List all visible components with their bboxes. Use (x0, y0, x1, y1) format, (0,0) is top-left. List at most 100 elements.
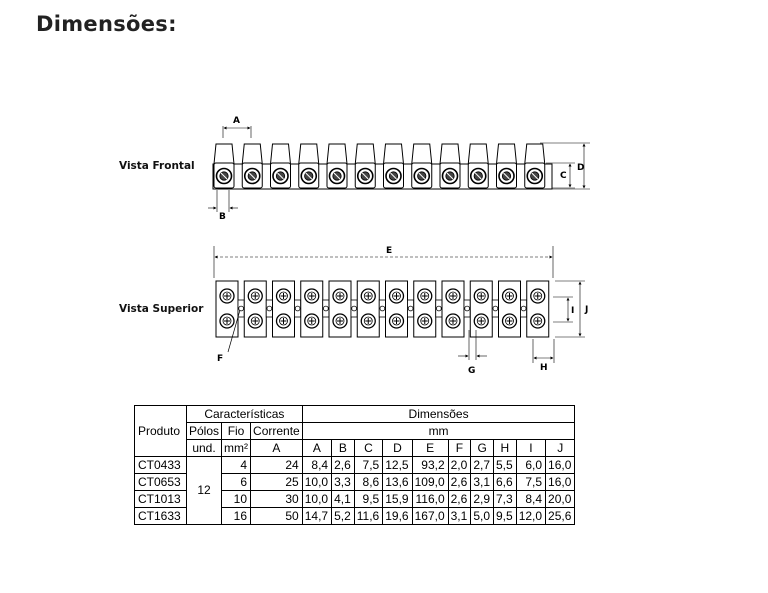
cell-produto: CT0433 (134, 456, 187, 474)
front-terminal (241, 143, 263, 189)
cell-fio: 4 (221, 456, 252, 474)
cell-dimension: 8,4 (301, 456, 333, 474)
header-caracteristicas: Características (186, 405, 303, 423)
dim-col-header: F (447, 439, 472, 457)
top-terminal (469, 280, 493, 338)
dim-j-letter: J (584, 305, 588, 315)
top-bridge (265, 299, 273, 318)
cell-dimension: 2,6 (447, 473, 472, 491)
dim-g-letter: G (468, 366, 475, 376)
cell-dimension: 2,0 (447, 456, 472, 474)
unit-polos: und. (185, 439, 223, 457)
cell-dimension: 16,0 (545, 456, 576, 474)
dim-col-header: B (331, 439, 355, 457)
top-terminal (498, 280, 521, 338)
cell-dimension: 2,7 (470, 456, 494, 474)
cell-polos: 12 (185, 456, 223, 525)
cell-dimension: 7,3 (493, 490, 517, 508)
dim-col-header: C (353, 439, 384, 457)
dim-col-header: E (411, 439, 449, 457)
top-bridge (407, 299, 415, 318)
cell-dimension: 8,4 (515, 490, 547, 508)
cell-dimension: 93,2 (411, 456, 449, 474)
cell-dimension: 19,6 (382, 507, 413, 525)
unit-fio: mm² (221, 439, 252, 457)
top-view-label: Vista Superior (119, 303, 204, 315)
front-view-base (212, 163, 553, 190)
cell-produto: CT1013 (134, 490, 187, 508)
top-terminal (243, 280, 267, 338)
front-terminal (213, 143, 235, 189)
top-terminal (441, 280, 465, 338)
front-terminal (269, 143, 292, 189)
front-terminal (326, 143, 348, 189)
dim-f-leader (227, 309, 241, 353)
top-terminals (215, 280, 550, 338)
dim-i-letter: I (571, 306, 574, 316)
cell-dimension: 12,0 (515, 507, 547, 525)
top-terminal (356, 280, 380, 338)
top-terminal (300, 280, 324, 338)
header-dimensoes: Dimensões (301, 405, 576, 423)
cell-produto: CT1633 (134, 507, 187, 525)
dim-col-header: J (545, 439, 576, 457)
cell-corrente: 24 (250, 456, 303, 474)
cell-dimension: 109,0 (411, 473, 449, 491)
table-header-row-1: Produto Características Dimensões (134, 405, 576, 457)
unit-corrente: A (250, 439, 303, 457)
header-produto: Produto (134, 405, 187, 457)
top-bridge (520, 299, 528, 318)
top-terminal (272, 280, 295, 338)
cell-dimension: 7,5 (353, 456, 384, 474)
dim-c-letter: C (560, 171, 567, 181)
front-terminal (524, 143, 546, 189)
cell-dimension: 9,5 (353, 490, 384, 508)
dim-h-letter: H (540, 363, 548, 373)
dim-a-letter: A (233, 116, 240, 126)
top-terminal (526, 280, 550, 338)
cell-dimension: 10,0 (301, 473, 333, 491)
cell-corrente: 50 (250, 507, 303, 525)
cell-corrente: 25 (250, 473, 303, 491)
front-terminal (382, 143, 405, 189)
cell-dimension: 15,9 (382, 490, 413, 508)
cell-dimension: 16,0 (545, 473, 576, 491)
cell-dimension: 14,7 (301, 507, 333, 525)
cell-dimension: 13,6 (382, 473, 413, 491)
cell-dimension: 6,6 (493, 473, 517, 491)
cell-dimension: 3,3 (331, 473, 355, 491)
cell-produto: CT0653 (134, 473, 187, 491)
header-polos: Pólos (185, 422, 223, 440)
cell-dimension: 5,2 (331, 507, 355, 525)
cell-dimension: 8,6 (353, 473, 384, 491)
cell-dimension: 167,0 (411, 507, 449, 525)
cell-dimension: 9,5 (493, 507, 517, 525)
top-terminal (328, 280, 352, 338)
cell-dimension: 2,9 (470, 490, 494, 508)
top-terminal (385, 280, 408, 338)
top-bridge (294, 299, 302, 318)
header-fio: Fio (221, 422, 252, 440)
cell-fio: 10 (221, 490, 252, 508)
top-bridge (491, 299, 499, 318)
top-bridge (463, 299, 471, 318)
cell-dimension: 20,0 (545, 490, 576, 508)
cell-corrente: 30 (250, 490, 303, 508)
cell-dimension: 5,5 (493, 456, 517, 474)
cell-dimension: 4,1 (331, 490, 355, 508)
front-terminal (439, 143, 461, 189)
front-terminals (213, 143, 546, 189)
top-bridge (322, 299, 330, 318)
dim-e-letter: E (386, 246, 392, 256)
cell-dimension: 11,6 (353, 507, 384, 525)
cell-dimension: 25,6 (545, 507, 576, 525)
dim-col-header: I (515, 439, 547, 457)
cell-dimension: 3,1 (447, 507, 472, 525)
top-bridge (435, 299, 443, 318)
front-view-label: Vista Frontal (119, 160, 195, 172)
technical-drawing: A B C D E J I F (208, 116, 590, 376)
top-terminal (413, 280, 437, 338)
